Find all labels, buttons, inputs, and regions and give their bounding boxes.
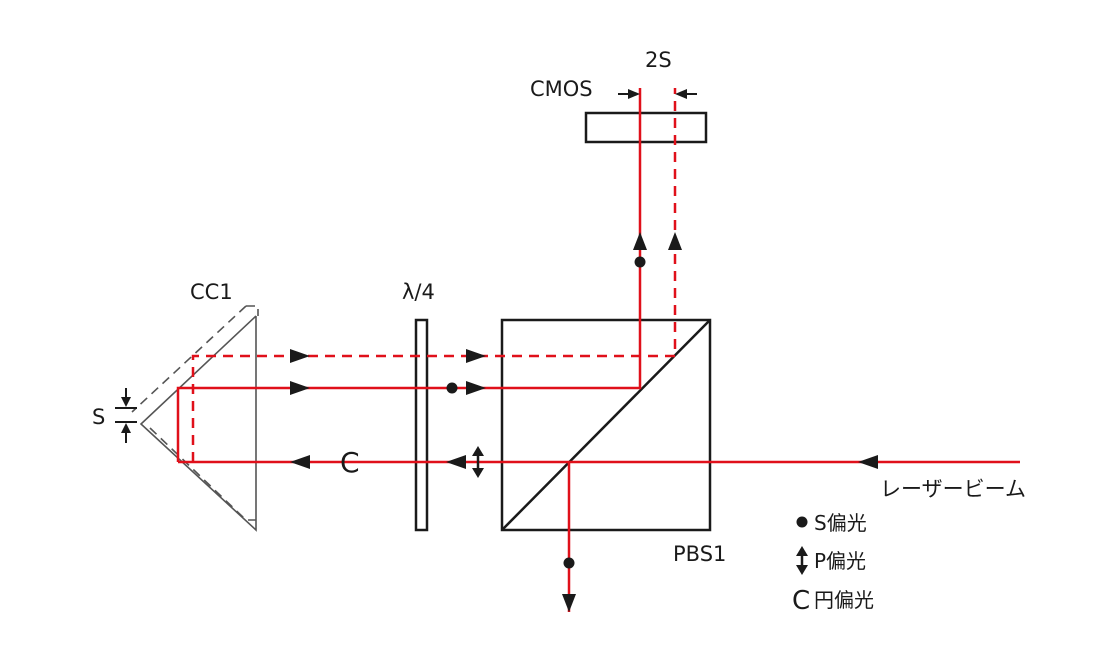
legend-s-dot [796,516,808,528]
label-laser-beam: レーザービーム [880,477,1026,501]
arrow-return-left-1 [290,455,310,469]
cc1-corner-cube-outline-top [131,305,247,413]
legend-p-arrow [796,546,808,575]
label-pbs1: PBS1 [673,542,726,566]
arrow-down [562,594,576,612]
pbs1-diagonal [501,319,711,531]
legend-s-polarization: S偏光 [814,511,867,535]
cc1-corner-cube [139,315,257,532]
label-quarter-wave: λ/4 [402,280,435,304]
arrow-solid-right-1 [290,381,310,395]
legend-p-polarization: P偏光 [814,549,866,573]
arrow-return-left-2 [446,455,466,469]
quarter-wave-plate [414,318,429,532]
legend-c-symbol: C [792,586,810,616]
arrow-up-solid [633,232,647,250]
s-polarization-dot-up [634,256,646,268]
circular-polarization-symbol: C [340,446,360,479]
legend-circular-polarization: 円偏光 [814,588,874,612]
s-polarization-dot-right [446,382,458,394]
label-two-s: 2S [645,48,672,72]
s-dimension [115,388,137,443]
label-cc1: CC1 [190,280,233,304]
pbs1-cube [500,318,712,532]
arrow-dashed-right-2 [466,349,486,363]
arrow-solid-right-2 [466,381,486,395]
beam-dashed-path [191,88,677,462]
arrow-up-dashed [668,232,682,250]
p-polarization-marker [472,446,484,478]
cc1-corner-cube-outline [246,305,259,316]
label-s: S [92,405,105,429]
beam-cc1-return [176,88,642,462]
arrow-incoming [858,455,878,469]
s-polarization-dot-down [563,557,575,569]
cc1-corner-cube-outline-bottom [149,427,256,521]
label-cmos: CMOS [530,77,593,101]
two-s-dimension [618,89,697,99]
arrow-dashed-right-1 [290,349,310,363]
legend: S偏光 P偏光 C 円偏光 [792,511,874,616]
cmos-sensor [584,111,708,144]
